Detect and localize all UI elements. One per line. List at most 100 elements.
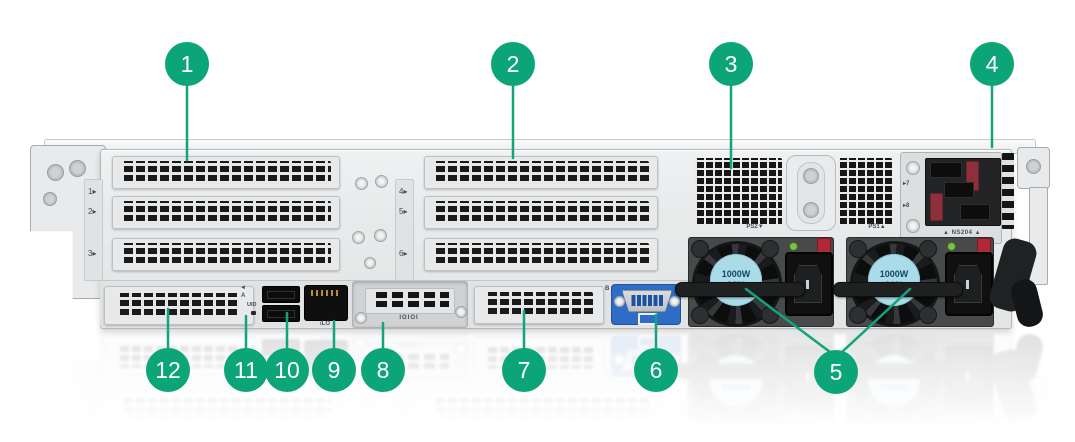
ps2-label: PS2▼ [746,224,764,230]
handle-hole [803,202,819,218]
vent-grid [433,161,649,184]
screw [355,312,367,324]
fan-cap [849,240,867,258]
screw [355,177,368,190]
usb-port-2 [262,305,300,322]
power-supply-2: 1000W 96% [675,237,834,327]
handle-hole [803,168,819,184]
usb-tongue [267,291,295,299]
primary-riser-slot-labels: 1▸ 2▸ 3▸ [84,179,103,281]
callout-number: 3 [724,50,738,77]
m2-module [944,182,974,198]
serial-port-panel: IOIOI [352,281,468,328]
callout-12: 12 [146,348,190,392]
vent-grid [121,243,331,266]
nvme-release-tab [930,193,943,221]
vga-port [611,284,681,325]
vent-grid [121,201,331,224]
server-chassis: 1▸ 2▸ 3▸ 4▸ 5▸ 6▸ [30,139,1050,330]
zone-a-label: A [241,293,246,299]
uid-label: UID [247,302,257,308]
slot-6-label: 6▸ [399,249,408,258]
secondary-riser-slot-labels: 4▸ 5▸ 6▸ [395,179,414,281]
psu-area-vent-left [695,158,782,226]
fan-cap [761,240,779,258]
psu-cage-handle [786,155,836,231]
ilo-port [304,285,348,321]
ns204-bay: ▸7 ▸8 ▲ NS204 ▲ [900,152,1002,244]
ns204-device [925,158,1001,226]
fan-cap [849,306,867,324]
vent-grid [117,293,239,318]
psu-handle-bar [833,282,963,297]
fan-cap [761,306,779,324]
slot-5-label: 5▸ [399,207,408,216]
ilo-label: iLO [320,321,330,327]
vent-grid [433,201,649,224]
callout-8: 8 [361,348,405,392]
screw [455,306,467,318]
psu-status-led [947,242,956,251]
callout-4: 4 [970,42,1014,86]
callout-11: 11 [224,348,268,392]
bay-8-label: ▸8 [903,203,910,209]
power-supply-1: 1000W 96% [833,237,994,327]
fan-cap [691,240,709,258]
vent-grid [121,161,331,184]
right-vent-bars [1002,153,1014,229]
monitor-icon [638,313,657,325]
zone-b-label: B [605,286,610,292]
zone-a-arrow: ◄ [240,285,246,291]
fan-cap [919,240,937,258]
pcie-slot-3-blank [112,238,340,271]
slot-b-blank [474,286,604,324]
ear-hole [47,164,64,181]
screw [906,161,920,175]
callout-3: 3 [709,42,753,86]
screw [352,231,365,244]
fan-cap [919,306,937,324]
screw [906,219,920,233]
psu-wattage: 1000W [879,269,909,279]
pcie-slot-5-blank [424,196,658,229]
rj45-pins [311,290,339,296]
fan-cap [691,306,709,324]
screw [614,296,625,307]
usb-port-1 [262,286,300,303]
slot-2-label: 2▸ [88,207,97,216]
vga-pin-field [630,295,664,306]
serial-holes [371,292,449,310]
callout-number: 6 [649,356,663,383]
vent-grid [485,292,593,317]
callout-9: 9 [312,348,356,392]
slot-4-label: 4▸ [399,187,408,196]
m2-module [930,162,962,178]
psu-area-vent-right [838,158,892,226]
callout-number: 1 [180,50,194,77]
slot-1-label: 1▸ [88,187,97,196]
m2-module [960,204,990,220]
screw [374,229,387,242]
callout-number: 12 [155,356,181,383]
ear-hole [1026,159,1041,174]
callout-number: 10 [274,356,300,383]
callout-number: 8 [376,356,390,383]
serial-knockout [365,288,455,314]
callout-5: 5 [814,350,858,394]
callout-7: 7 [502,348,546,392]
vent-grid [433,243,649,266]
callout-number: 2 [506,50,520,77]
callout-number: 11 [234,356,258,383]
serial-label: IOIOI [399,315,419,321]
psu-status-led [789,242,798,251]
callout-2: 2 [491,42,535,86]
ps1-label: PS1▲ [868,224,886,230]
screw [364,257,376,269]
uid-led [251,311,256,315]
pcie-slot-6-blank [424,238,658,271]
psu-rating-badge: 1000W 96% [710,254,762,306]
pcie-slot-1-blank [112,156,340,189]
screw [669,296,680,307]
vga-connector [622,290,672,312]
